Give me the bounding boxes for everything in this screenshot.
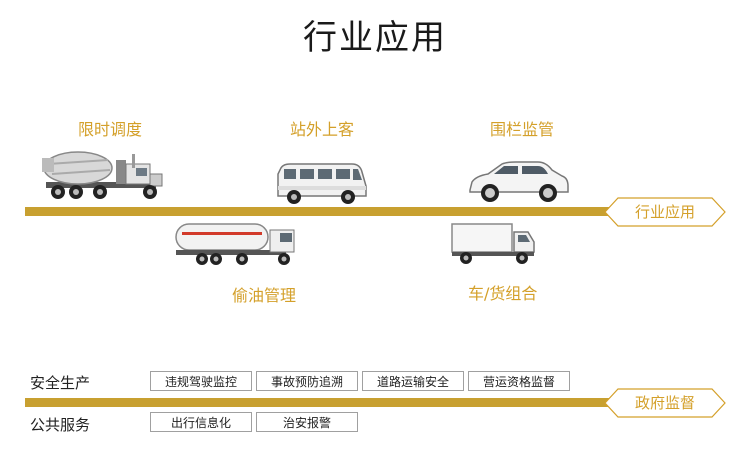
- gov-tag: 政府监督: [604, 388, 726, 418]
- safety-item-driving: 违规驾驶监控: [150, 371, 252, 391]
- industry-tag-label: 行业应用: [634, 203, 695, 221]
- label-fuel-theft: 偷油管理: [232, 286, 297, 305]
- industry-tag: 行业应用: [604, 197, 726, 227]
- safety-item-qualification: 营运资格监督: [468, 371, 570, 391]
- page-title: 行业应用: [303, 18, 447, 58]
- safety-item-accident: 事故预防追溯: [256, 371, 358, 391]
- category-safety: 安全生产: [30, 374, 91, 392]
- gov-tag-label: 政府监督: [634, 394, 695, 412]
- safety-item-road: 道路运输安全: [362, 371, 464, 391]
- box-truck-icon: [451, 223, 535, 264]
- category-public: 公共服务: [30, 416, 91, 434]
- label-time-dispatch: 限时调度: [78, 120, 143, 139]
- tanker-truck-icon: [175, 223, 295, 265]
- cement-mixer-truck-icon: [42, 151, 163, 199]
- van-icon: [277, 163, 367, 204]
- public-item-alarm: 治安报警: [256, 412, 358, 432]
- label-vehicle-cargo: 车/货组合: [468, 284, 538, 303]
- label-geofence: 围栏监管: [490, 120, 555, 139]
- suv-icon: [469, 161, 569, 202]
- public-item-travel: 出行信息化: [150, 412, 252, 432]
- gov-track: [25, 398, 630, 407]
- label-pickup: 站外上客: [290, 120, 355, 139]
- main-track: [25, 207, 630, 216]
